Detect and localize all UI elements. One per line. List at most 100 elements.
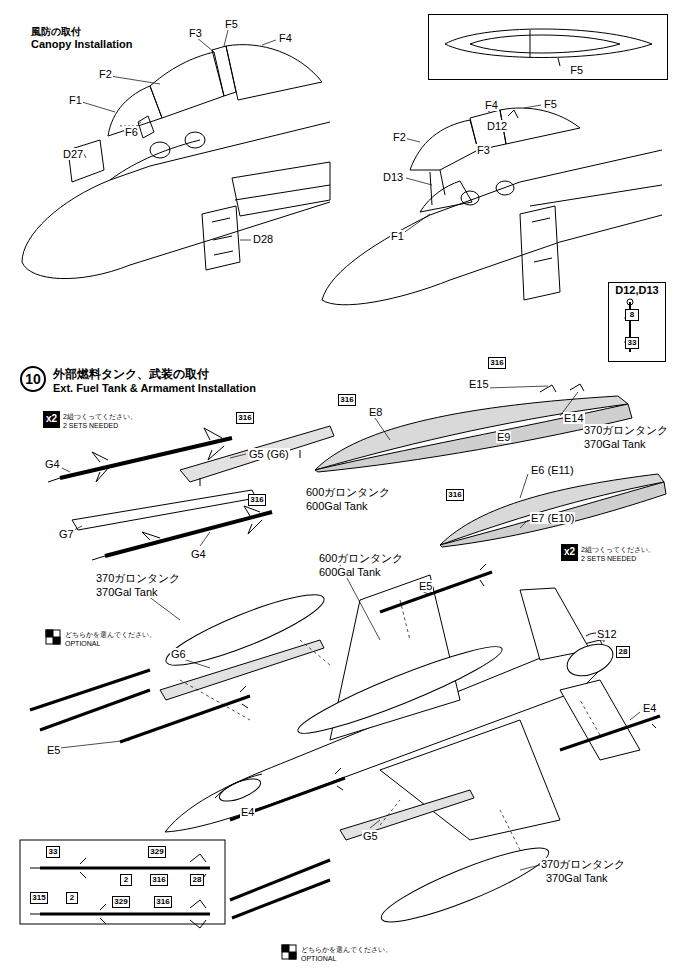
fuel-tank-370 <box>440 474 666 547</box>
line-art <box>105 512 272 556</box>
line-art <box>230 778 345 820</box>
part-label: G4 <box>44 458 61 470</box>
paint-callout: 2 <box>120 874 132 886</box>
line-art <box>138 116 154 138</box>
line-art <box>400 600 410 640</box>
node-text: D12,D13 <box>615 285 658 297</box>
line-art <box>110 76 160 84</box>
line-art <box>461 191 479 205</box>
line-art <box>46 630 60 644</box>
nose-section-left <box>22 45 330 279</box>
main-missiles <box>30 564 660 918</box>
line-art <box>196 37 214 52</box>
line-art <box>240 240 251 241</box>
nose-section-right <box>322 108 662 305</box>
line-art <box>150 52 224 118</box>
line-art <box>180 680 250 720</box>
line-art <box>53 637 60 644</box>
part-label: F3 <box>476 144 491 156</box>
line-art <box>84 154 86 158</box>
line-art <box>46 630 53 637</box>
line-art <box>92 556 105 560</box>
paint-callout: 316 <box>338 394 356 406</box>
step-number: 10 <box>20 366 46 392</box>
paint-callout: 315 <box>30 892 48 904</box>
part-label: 外部燃料タンク、武装の取付 <box>52 368 210 381</box>
paint-callout: 8 <box>625 309 639 321</box>
leaders-tanks <box>375 386 578 528</box>
part-label: E15 <box>468 378 490 390</box>
node-text: 33 <box>49 848 58 856</box>
part-label: 600Gal Tank <box>318 566 382 578</box>
node-text: 316 <box>340 396 353 404</box>
line-art <box>440 474 664 545</box>
part-label: 370ガロンタンク <box>95 572 181 584</box>
paint-callout: 316 <box>488 357 506 369</box>
line-art <box>232 880 330 918</box>
node-text: 316 <box>250 496 263 504</box>
line-art <box>630 712 640 720</box>
part-label: F2 <box>392 131 407 143</box>
line-art <box>335 768 343 790</box>
line-art <box>48 478 60 482</box>
missile-inset <box>20 840 225 928</box>
line-art <box>520 206 560 300</box>
line-art <box>30 670 150 710</box>
part-label: G6 <box>170 648 187 660</box>
line-art <box>40 913 210 916</box>
line-art <box>74 526 82 530</box>
part-label: E4 <box>240 806 255 818</box>
line-art <box>62 468 70 472</box>
line-art <box>470 35 620 53</box>
node-text: 28 <box>619 648 628 656</box>
part-label: 2組つくってください。 <box>62 413 138 421</box>
line-art <box>68 140 104 182</box>
line-art <box>185 132 205 148</box>
part-label: 2 SETS NEEDED <box>580 555 637 563</box>
line-art <box>376 836 555 933</box>
line-art <box>520 520 528 528</box>
missile-pylon-set <box>48 426 334 560</box>
node-text: F5 <box>570 65 583 77</box>
line-art <box>440 482 666 547</box>
inset-panel: F5 <box>428 14 668 80</box>
quantity-badge: x2 <box>43 411 60 428</box>
part-label: OPTIONAL <box>64 640 101 648</box>
line-art <box>282 945 289 952</box>
line-art <box>160 640 324 700</box>
node-text: 33 <box>628 339 637 347</box>
part-label: F3 <box>188 27 203 39</box>
paint-callout: 33 <box>625 337 639 349</box>
line-art <box>560 680 640 760</box>
line-art <box>486 386 548 388</box>
part-label: OPTIONAL <box>300 955 337 963</box>
line-art <box>500 108 580 144</box>
paint-callout: 316 <box>236 412 254 424</box>
part-label: 600ガロンタンク <box>318 552 404 564</box>
line-art <box>180 426 334 482</box>
line-art <box>142 506 262 540</box>
paint-callout: 28 <box>616 646 630 658</box>
quantity-badge: x2 <box>561 544 578 561</box>
part-label: D12 <box>486 120 508 132</box>
line-art <box>402 214 430 234</box>
part-label: E14 <box>563 412 585 424</box>
part-label: E4 <box>642 702 657 714</box>
line-art <box>530 30 531 58</box>
line-art <box>563 638 618 682</box>
line-art <box>22 122 330 262</box>
line-art <box>110 140 200 180</box>
line-art <box>202 206 240 270</box>
leaders-top-right <box>402 105 541 234</box>
line-art <box>82 102 115 112</box>
line-art <box>293 636 507 744</box>
line-art <box>60 740 130 748</box>
node-text: x2 <box>564 547 575 558</box>
part-label: F1 <box>390 230 405 242</box>
node-text: x2 <box>46 414 57 425</box>
line-art <box>370 820 380 828</box>
node-text: 329 <box>150 848 163 856</box>
node-text: 316 <box>448 491 461 499</box>
line-art <box>22 202 330 279</box>
